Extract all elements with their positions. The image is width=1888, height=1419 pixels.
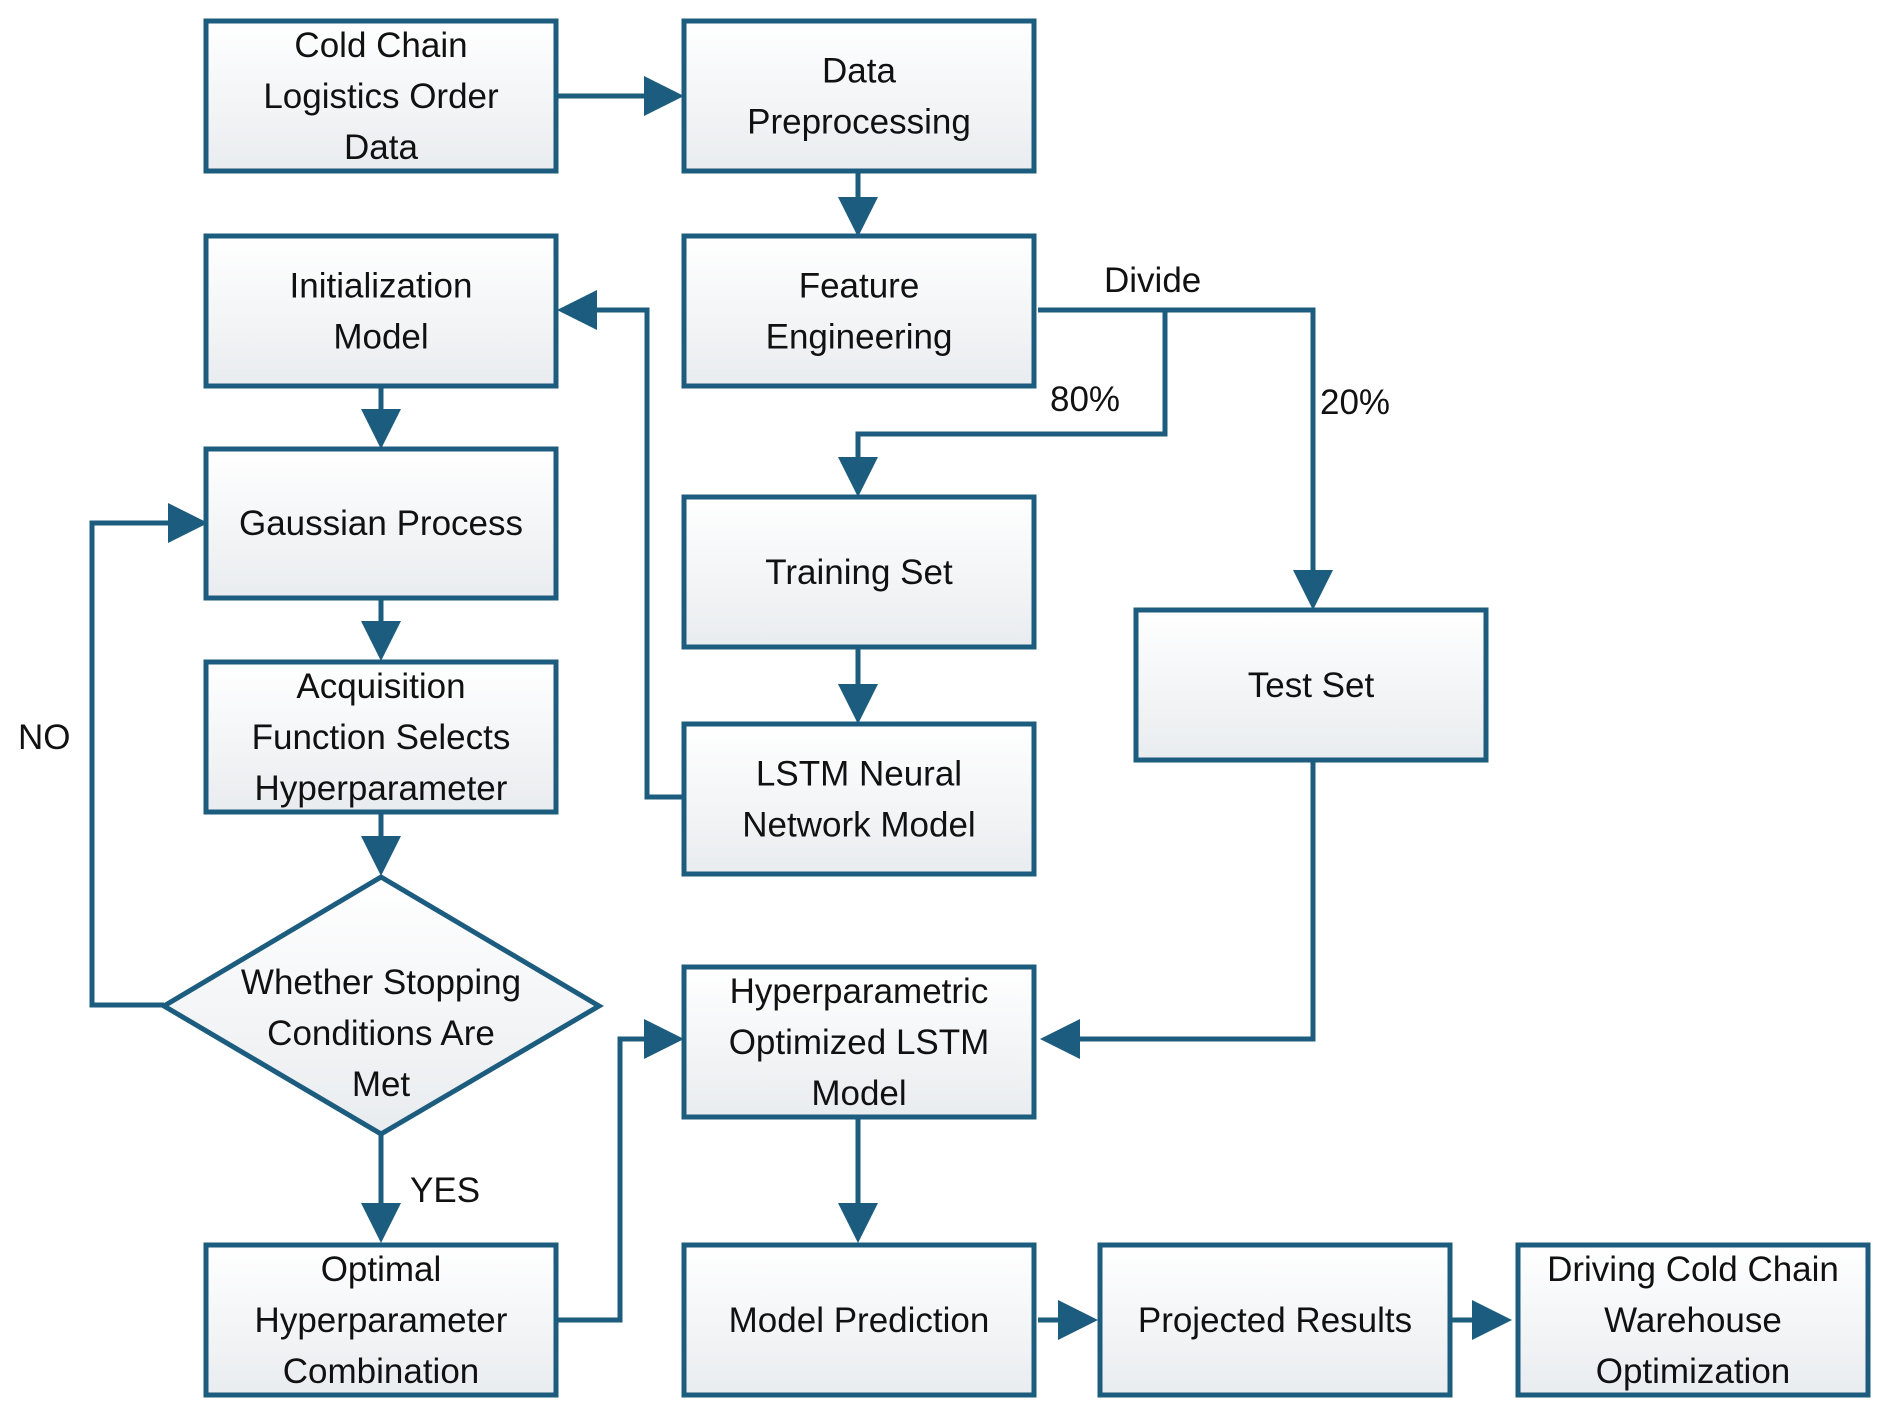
node-label-line: Optimization: [1596, 1352, 1791, 1391]
training-set-box: [681, 494, 1037, 650]
node-label-line: Hyperparameter: [255, 1301, 508, 1340]
node-label-line: Data: [822, 52, 896, 91]
node-label-line: Network Model: [742, 806, 975, 845]
node-label-line: Optimal: [321, 1250, 442, 1289]
node-boxes: [159, 18, 1871, 1398]
node-label-line: Model: [811, 1074, 906, 1113]
acquisition-box: [203, 659, 559, 815]
node-label-line: Cold Chain: [294, 26, 467, 65]
node-label-line: Training Set: [765, 553, 953, 592]
lstm-box: [681, 721, 1037, 877]
node-label-line: Warehouse: [1604, 1301, 1782, 1340]
projected-box: [1097, 1242, 1453, 1398]
projected-label: Projected Results: [1138, 1301, 1412, 1340]
node-label-line: Model: [333, 318, 428, 357]
node-label-line: Acquisition: [296, 667, 465, 706]
node-label-line: Preprocessing: [747, 103, 971, 142]
arrow-feature-to-training: [838, 307, 1168, 497]
optimal-box: [203, 1242, 559, 1398]
node-label-line: Initialization: [290, 267, 473, 306]
node-label-line: Function Selects: [252, 718, 511, 757]
node-label-line: Model Prediction: [729, 1301, 990, 1340]
prediction-box: [681, 1242, 1037, 1398]
stopping-decision-diamond: [159, 874, 604, 1137]
node-label-line: Gaussian Process: [239, 504, 523, 543]
preprocessing-box: [681, 18, 1037, 174]
node-label-line: Hyperparametric: [730, 972, 989, 1011]
node-label-line: Driving Cold Chain: [1547, 1250, 1839, 1289]
arrow-test-to-optimized: [1040, 759, 1316, 1059]
node-label-line: Data: [344, 128, 418, 167]
init-model-box: [203, 233, 559, 389]
test-set-label: Test Set: [1248, 666, 1375, 705]
node-label-line: Conditions Are: [267, 1014, 495, 1053]
gaussian-process-box: [203, 446, 559, 601]
node-label-line: Logistics Order: [263, 77, 499, 116]
arrow-stopping-no-loop: [89, 503, 208, 1008]
divide-label: Divide: [1104, 261, 1201, 300]
arrow-optimal-to-optimized: [557, 1019, 684, 1323]
edge-labels: Divide 80% 20% NO YES: [18, 261, 1390, 1210]
arrow-feature-to-test: [1165, 307, 1333, 610]
driving-box: [1515, 1242, 1871, 1398]
train-percent-label: 80%: [1050, 380, 1120, 419]
node-label-line: Engineering: [766, 318, 953, 357]
feature-engineering-box: [681, 233, 1037, 389]
node-label-line: Met: [352, 1065, 411, 1104]
arrow-lstm-to-init: [557, 290, 684, 800]
prediction-label: Model Prediction: [729, 1301, 990, 1340]
connectors: [89, 76, 1512, 1340]
node-label-line: Combination: [283, 1352, 480, 1391]
test-percent-label: 20%: [1320, 383, 1390, 422]
yes-label: YES: [410, 1171, 480, 1210]
node-label-line: Whether Stopping: [241, 963, 521, 1002]
node-label-line: Test Set: [1248, 666, 1375, 705]
optimized-box: [681, 964, 1037, 1120]
gaussian-process-label: Gaussian Process: [239, 504, 523, 543]
no-label: NO: [18, 718, 71, 757]
node-label-line: Optimized LSTM: [729, 1023, 990, 1062]
test-set-box: [1133, 607, 1489, 763]
training-set-label: Training Set: [765, 553, 953, 592]
node-label-line: Hyperparameter: [255, 769, 508, 808]
node-label-line: Projected Results: [1138, 1301, 1412, 1340]
order-data-box: [203, 18, 559, 174]
node-label-line: LSTM Neural: [756, 755, 962, 794]
node-label-line: Feature: [799, 267, 920, 306]
